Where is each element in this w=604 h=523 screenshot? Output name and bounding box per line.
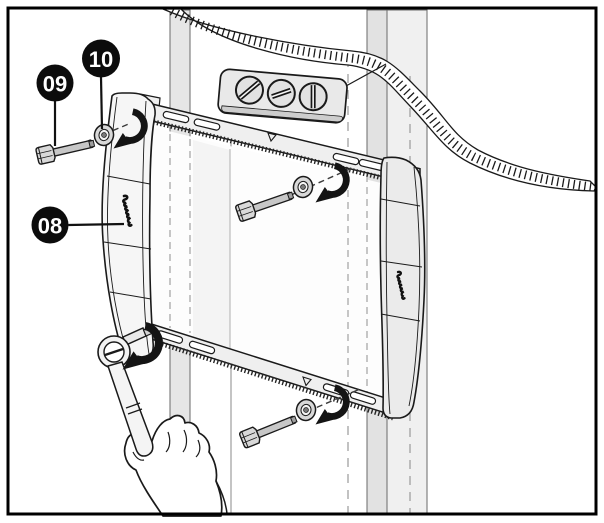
callout-bubble <box>36 64 74 102</box>
alignment-mark <box>302 376 312 387</box>
socket-wrench-and-hand <box>97 325 228 517</box>
plate-screw-2 <box>266 78 296 108</box>
callout-bubble <box>31 206 69 244</box>
wall-plate <box>217 68 348 124</box>
figure-border <box>6 6 598 516</box>
callout-bubble <box>82 39 120 78</box>
callout-09: 09 <box>36 64 74 146</box>
plate-screw-3 <box>298 82 328 112</box>
callout-label: 09 <box>43 72 67 97</box>
rail-slot <box>332 152 360 166</box>
callout-label: 08 <box>38 214 62 239</box>
rail-slot <box>193 118 221 131</box>
installer-hand <box>123 414 228 517</box>
callout-08: 08 <box>31 206 125 244</box>
callout-label: 10 <box>89 47 113 72</box>
rail-slot <box>188 340 216 355</box>
top-rail-serration <box>149 118 420 190</box>
assembly-axis-line <box>281 167 353 200</box>
plate-screw-1 <box>234 75 264 105</box>
frame-left-side-cover <box>101 92 156 362</box>
wrench-handle <box>107 361 154 457</box>
callout-10: 10 <box>82 39 120 130</box>
fastener-top-right <box>234 167 353 223</box>
frame-right-side-cover <box>379 156 426 419</box>
callout-leader-line <box>99 76 104 130</box>
wrench-head <box>97 335 131 369</box>
alignment-mark <box>267 132 277 143</box>
rail-slot <box>162 110 190 124</box>
callout-leader-line <box>68 222 125 227</box>
rail-slot <box>349 391 377 405</box>
plate-wire <box>345 63 387 87</box>
